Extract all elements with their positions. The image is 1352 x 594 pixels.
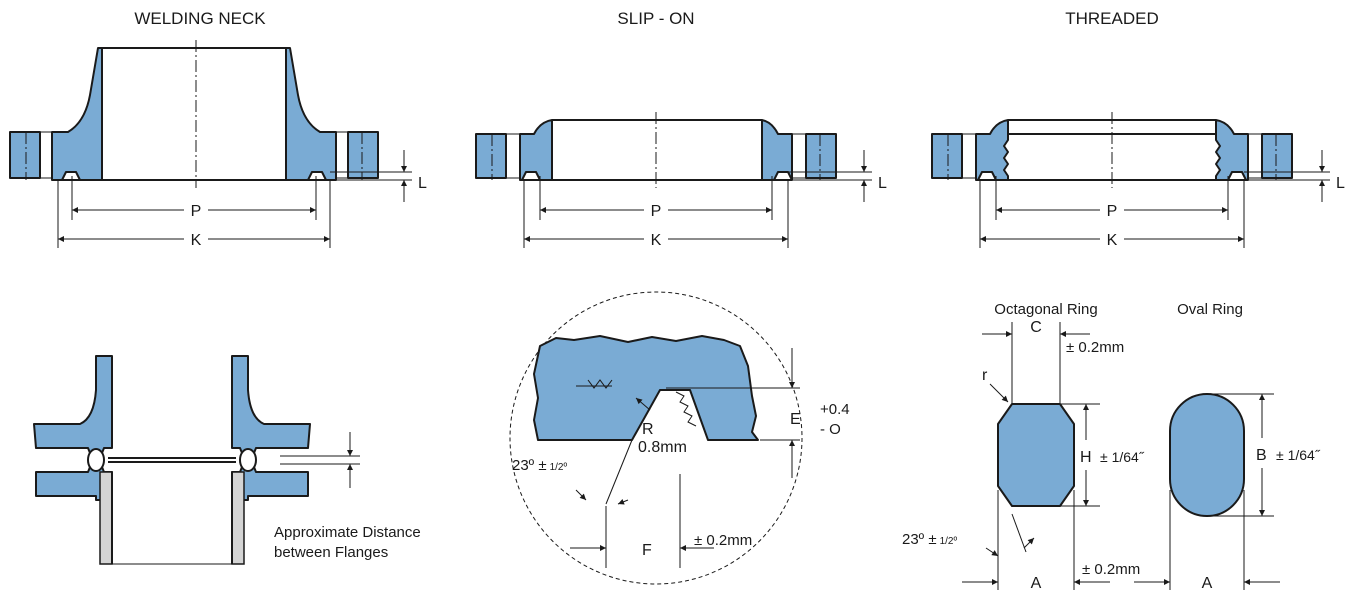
assembly-caption-line2: between Flanges xyxy=(274,544,388,561)
welding-neck-flange: P K L xyxy=(9,40,427,249)
welding-neck-k-label: K xyxy=(191,232,202,249)
oval-b-tol: ± 1/64˝ xyxy=(1276,447,1321,463)
groove-section xyxy=(533,335,759,441)
groove-e-tol-plus: +0.4 xyxy=(820,401,850,418)
groove-r-value: 0.8mm xyxy=(638,439,687,456)
threaded-right-section xyxy=(1215,119,1293,181)
assembly-lower-pipe-left xyxy=(99,471,113,565)
oval-ring-title: Oval Ring xyxy=(1177,301,1243,318)
welding-neck-p-label: P xyxy=(191,203,202,220)
slip-on-right-section xyxy=(761,119,837,181)
octagonal-ring-title: Octagonal Ring xyxy=(994,301,1097,318)
octagonal-ring xyxy=(997,403,1075,507)
assembly-ring-right xyxy=(239,448,257,472)
groove-angle-line xyxy=(605,439,633,505)
assembly-upper-flange-right xyxy=(231,355,311,459)
assembly-caption-line1: Approximate Distance xyxy=(274,524,421,541)
slip-on-p-label: P xyxy=(651,203,662,220)
octagonal-a-label: A xyxy=(1031,575,1042,592)
welding-neck-right-section xyxy=(285,47,379,181)
assembly-upper-flange xyxy=(33,355,113,459)
groove-f-tol: ± 0.2mm xyxy=(694,532,752,549)
groove-e-label: E xyxy=(790,411,801,428)
threaded-l-label: L xyxy=(1336,175,1345,192)
octagonal-r-label: r xyxy=(982,367,988,384)
slip-on-l-label: L xyxy=(878,175,887,192)
ring-a-tol: ± 0.2mm xyxy=(1082,561,1140,578)
assembly-lower-pipe-right xyxy=(231,471,245,565)
groove-f-label: F xyxy=(642,542,652,559)
groove-angle-label: 23º ±1/2º xyxy=(512,457,567,474)
groove-detail: R 0.8mm E +0.4 - O 23º ±1/2º F ± 0.2mm xyxy=(509,291,850,585)
oval-b-label: B xyxy=(1256,447,1267,464)
title-welding-neck: WELDING NECK xyxy=(134,9,266,28)
title-threaded: THREADED xyxy=(1065,9,1159,28)
title-slip-on: SLIP - ON xyxy=(617,9,694,28)
octagonal-c-tol: ± 0.2mm xyxy=(1066,339,1124,356)
groove-flank-finish-mark xyxy=(675,391,697,427)
groove-detail-circle xyxy=(509,291,803,585)
threaded-left-section xyxy=(931,119,1009,181)
groove-finish-mark xyxy=(587,379,613,389)
slip-on-left-section xyxy=(475,119,553,181)
welding-neck-left-section xyxy=(9,47,103,181)
threaded-p-label: P xyxy=(1107,203,1118,220)
octagonal-h-label: H xyxy=(1080,449,1092,466)
octagonal-h-tol: ± 1/64˝ xyxy=(1100,449,1145,465)
threaded-flange: P K L xyxy=(931,112,1345,249)
groove-e-tol-minus: - O xyxy=(820,421,841,438)
rings-detail: Octagonal Ring Oval Ring C ± 0.2mm r H ±… xyxy=(902,301,1321,592)
slip-on-k-label: K xyxy=(651,232,662,249)
threaded-k-label: K xyxy=(1107,232,1118,249)
flange-assembly: Approximate Distance between Flanges xyxy=(33,355,421,565)
groove-r-label: R xyxy=(642,421,654,438)
oval-a-label: A xyxy=(1202,575,1213,592)
slip-on-flange: P K L xyxy=(475,112,887,249)
octagonal-angle-label: 23º ±1/2º xyxy=(902,531,957,548)
octagonal-c-label: C xyxy=(1030,319,1042,336)
assembly-ring-left xyxy=(87,448,105,472)
oval-ring xyxy=(1169,393,1245,517)
welding-neck-l-label: L xyxy=(418,175,427,192)
